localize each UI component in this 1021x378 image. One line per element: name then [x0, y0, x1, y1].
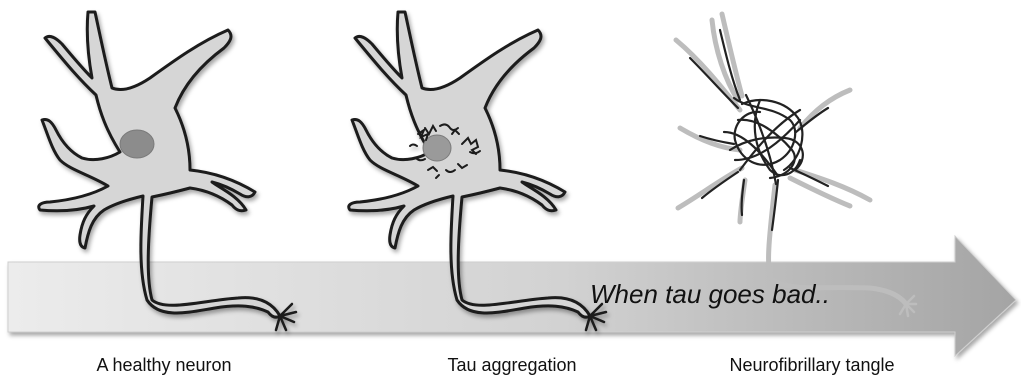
arrow-label: When tau goes bad..	[590, 279, 830, 309]
caption-neurofibrillary-tangle: Neurofibrillary tangle	[729, 355, 894, 375]
caption-healthy-neuron: A healthy neuron	[96, 355, 231, 375]
nucleus	[120, 130, 154, 158]
caption-tau-aggregation: Tau aggregation	[447, 355, 576, 375]
progression-arrow	[8, 236, 1016, 356]
tangle-fibrils	[690, 30, 828, 230]
